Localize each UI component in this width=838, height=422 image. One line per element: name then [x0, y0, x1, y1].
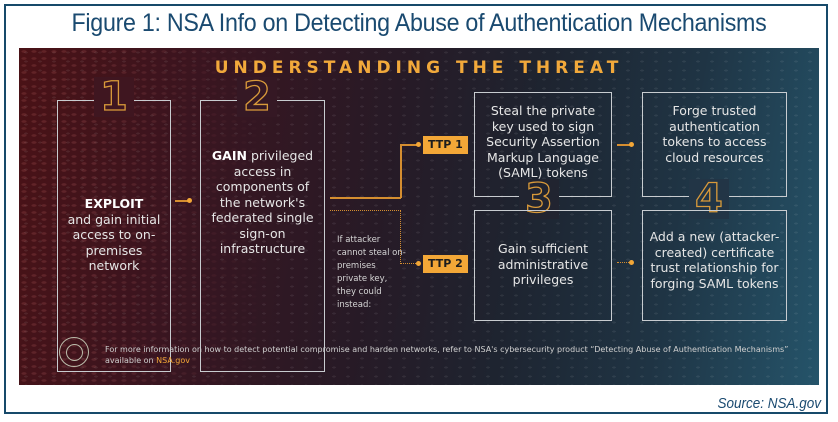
ttp2-step-dot [629, 260, 634, 265]
ttp1-steal-key-text: Steal the private key used to sign Secur… [486, 103, 600, 180]
ttp1-connector-top [400, 144, 418, 146]
step-2-number: 2 [237, 76, 277, 118]
ttp1-step-dot [629, 142, 634, 147]
step-1-text: EXPLOIT and gain initial access to on-pr… [58, 196, 170, 274]
step-2-box: 2 GAIN privileged access in components o… [200, 76, 325, 372]
ttp2-admin-privileges-box: Gain sufficient administrative privilege… [474, 210, 612, 321]
ttp2-badge: TTP 2 [423, 255, 468, 273]
ttp2-step-connector [617, 262, 631, 263]
nsa-seal-icon [59, 337, 89, 367]
step-4-number: 4 [689, 178, 729, 220]
figure-title: Figure 1: NSA Info on Detecting Abuse of… [71, 9, 767, 37]
ttp1-connector-horizontal [330, 197, 401, 199]
background-dot-pattern [19, 48, 819, 385]
background-dot-pattern-left [19, 48, 279, 385]
step-1-number: 1 [94, 76, 134, 118]
ttp2-admin-privileges-text: Gain sufficient administrative privilege… [497, 241, 589, 287]
ttp2-connector-bottom [400, 263, 418, 264]
ttp2-connector-horizontal [330, 210, 401, 211]
step-1-bold: EXPLOIT [84, 196, 144, 211]
connector-dot [187, 198, 192, 203]
threat-infographic: UNDERSTANDING THE THREAT 1 EXPLOIT and g… [19, 48, 819, 385]
ttp1-badge: TTP 1 [423, 136, 468, 154]
ttp2-note: If attacker cannot steal on-premises pri… [337, 235, 406, 310]
infographic-footer: For more information on how to detect po… [105, 344, 795, 366]
step-1-desc: and gain initial access to on-premises n… [67, 211, 161, 274]
ttp2-certificate-trust-box: Add a new (attacker-created) certificate… [642, 210, 787, 321]
footer-text: For more information on how to detect po… [105, 345, 789, 365]
step-2-desc: privileged access in components of the n… [211, 148, 314, 256]
ttp2-dot [416, 261, 421, 266]
ttp1-forge-tokens-box: Forge trusted authentication tokens to a… [642, 92, 787, 197]
ttp2-certificate-trust-text: Add a new (attacker-created) certificate… [649, 229, 780, 291]
step-3-number: 3 [519, 178, 559, 220]
step-1-box: 1 EXPLOIT and gain initial access to on-… [57, 76, 171, 372]
nsa-gov-link[interactable]: NSA.gov [156, 356, 190, 365]
ttp1-forge-tokens-text: Forge trusted authentication tokens to a… [662, 103, 767, 165]
figure-source: Source: NSA.gov [717, 395, 821, 412]
ttp1-connector-vertical [400, 144, 402, 198]
step-2-bold: GAIN [211, 148, 247, 163]
infographic-heading: UNDERSTANDING THE THREAT [214, 58, 624, 78]
connector-1-2 [175, 200, 189, 202]
ttp1-dot [416, 142, 421, 147]
step-2-text: GAIN privileged access in components of … [201, 148, 324, 257]
ttp1-step-connector [617, 144, 631, 146]
ttp2-connector-vertical [400, 210, 401, 264]
